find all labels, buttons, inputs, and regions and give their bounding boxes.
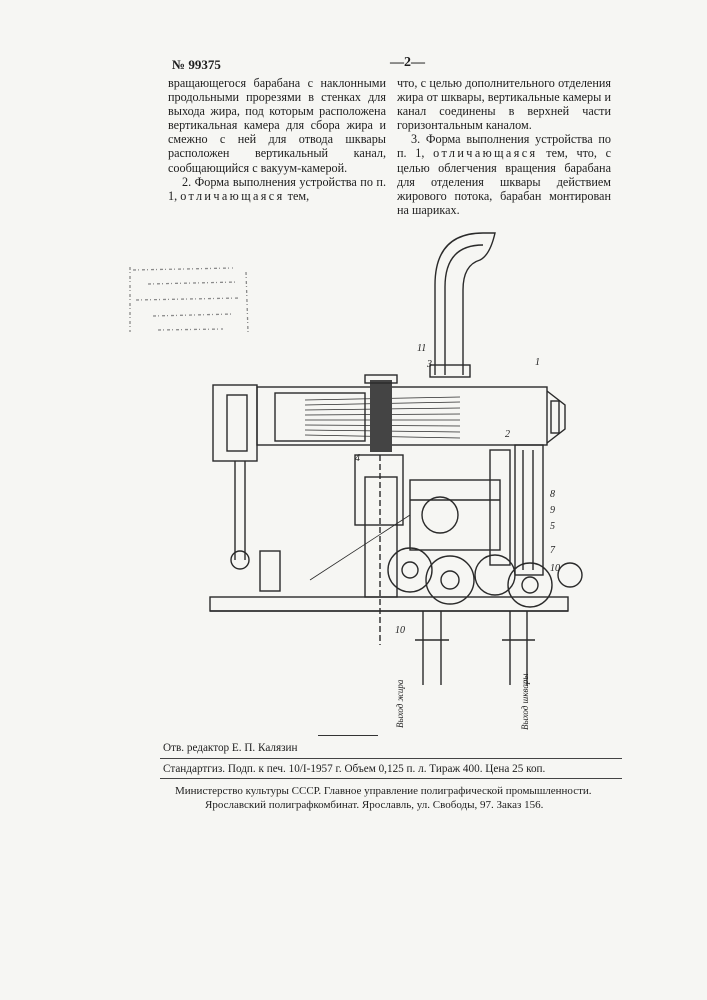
imprint-rule-bottom — [160, 778, 622, 779]
claim-2-end: тем, — [288, 189, 310, 203]
left-text-column: вращающегося барабана с наклонными продо… — [168, 76, 386, 203]
callout-7: 7 — [550, 545, 556, 556]
callout-10-right: 10 — [550, 563, 560, 574]
claim-2: 2. Форма выполнения устройства по п. 1, … — [168, 175, 386, 203]
ministry-line: Министерство культуры СССР. Главное упра… — [175, 785, 592, 797]
callout-1: 1 — [535, 357, 540, 368]
callout-8: 8 — [550, 489, 555, 500]
claim-2-keyword: отличающаяся — [180, 189, 284, 203]
callout-2: 2 — [505, 429, 510, 440]
callout-3: 3 — [426, 359, 432, 370]
outlet-skvara-label: Выход шквары — [520, 674, 530, 731]
callout-11: 11 — [417, 343, 426, 354]
outlet-fat-label: Выход жира — [395, 680, 405, 728]
technical-drawing: 11 3 1 2 4 8 9 5 7 10 10 — [205, 215, 585, 735]
callout-5: 5 — [550, 521, 555, 532]
publication-line: Стандартгиз. Подп. к печ. 10/I-1957 г. О… — [163, 763, 545, 775]
callout-10-bottom: 10 — [395, 625, 405, 636]
printer-line: Ярославский полиграфкомбинат. Ярославль,… — [205, 799, 543, 811]
claim-3-keyword: отличающаяся — [433, 146, 537, 160]
claim-3: 3. Форма выполнения устройства по п. 1, … — [397, 132, 611, 217]
callout-9: 9 — [550, 505, 555, 516]
claim-2-continuation: что, с целью дополнительного отделения ж… — [397, 76, 611, 132]
callout-4: 4 — [355, 453, 360, 464]
imprint-rule-top — [160, 758, 622, 759]
patent-number: № 99375 — [172, 57, 221, 73]
editor-line: Отв. редактор Е. П. Калязин — [163, 742, 298, 754]
separator-dash — [318, 735, 378, 736]
claim-1-continuation: вращающегося барабана с наклонными продо… — [168, 76, 386, 175]
page-number: —2— — [390, 55, 425, 71]
right-text-column: что, с целью дополнительного отделения ж… — [397, 76, 611, 217]
